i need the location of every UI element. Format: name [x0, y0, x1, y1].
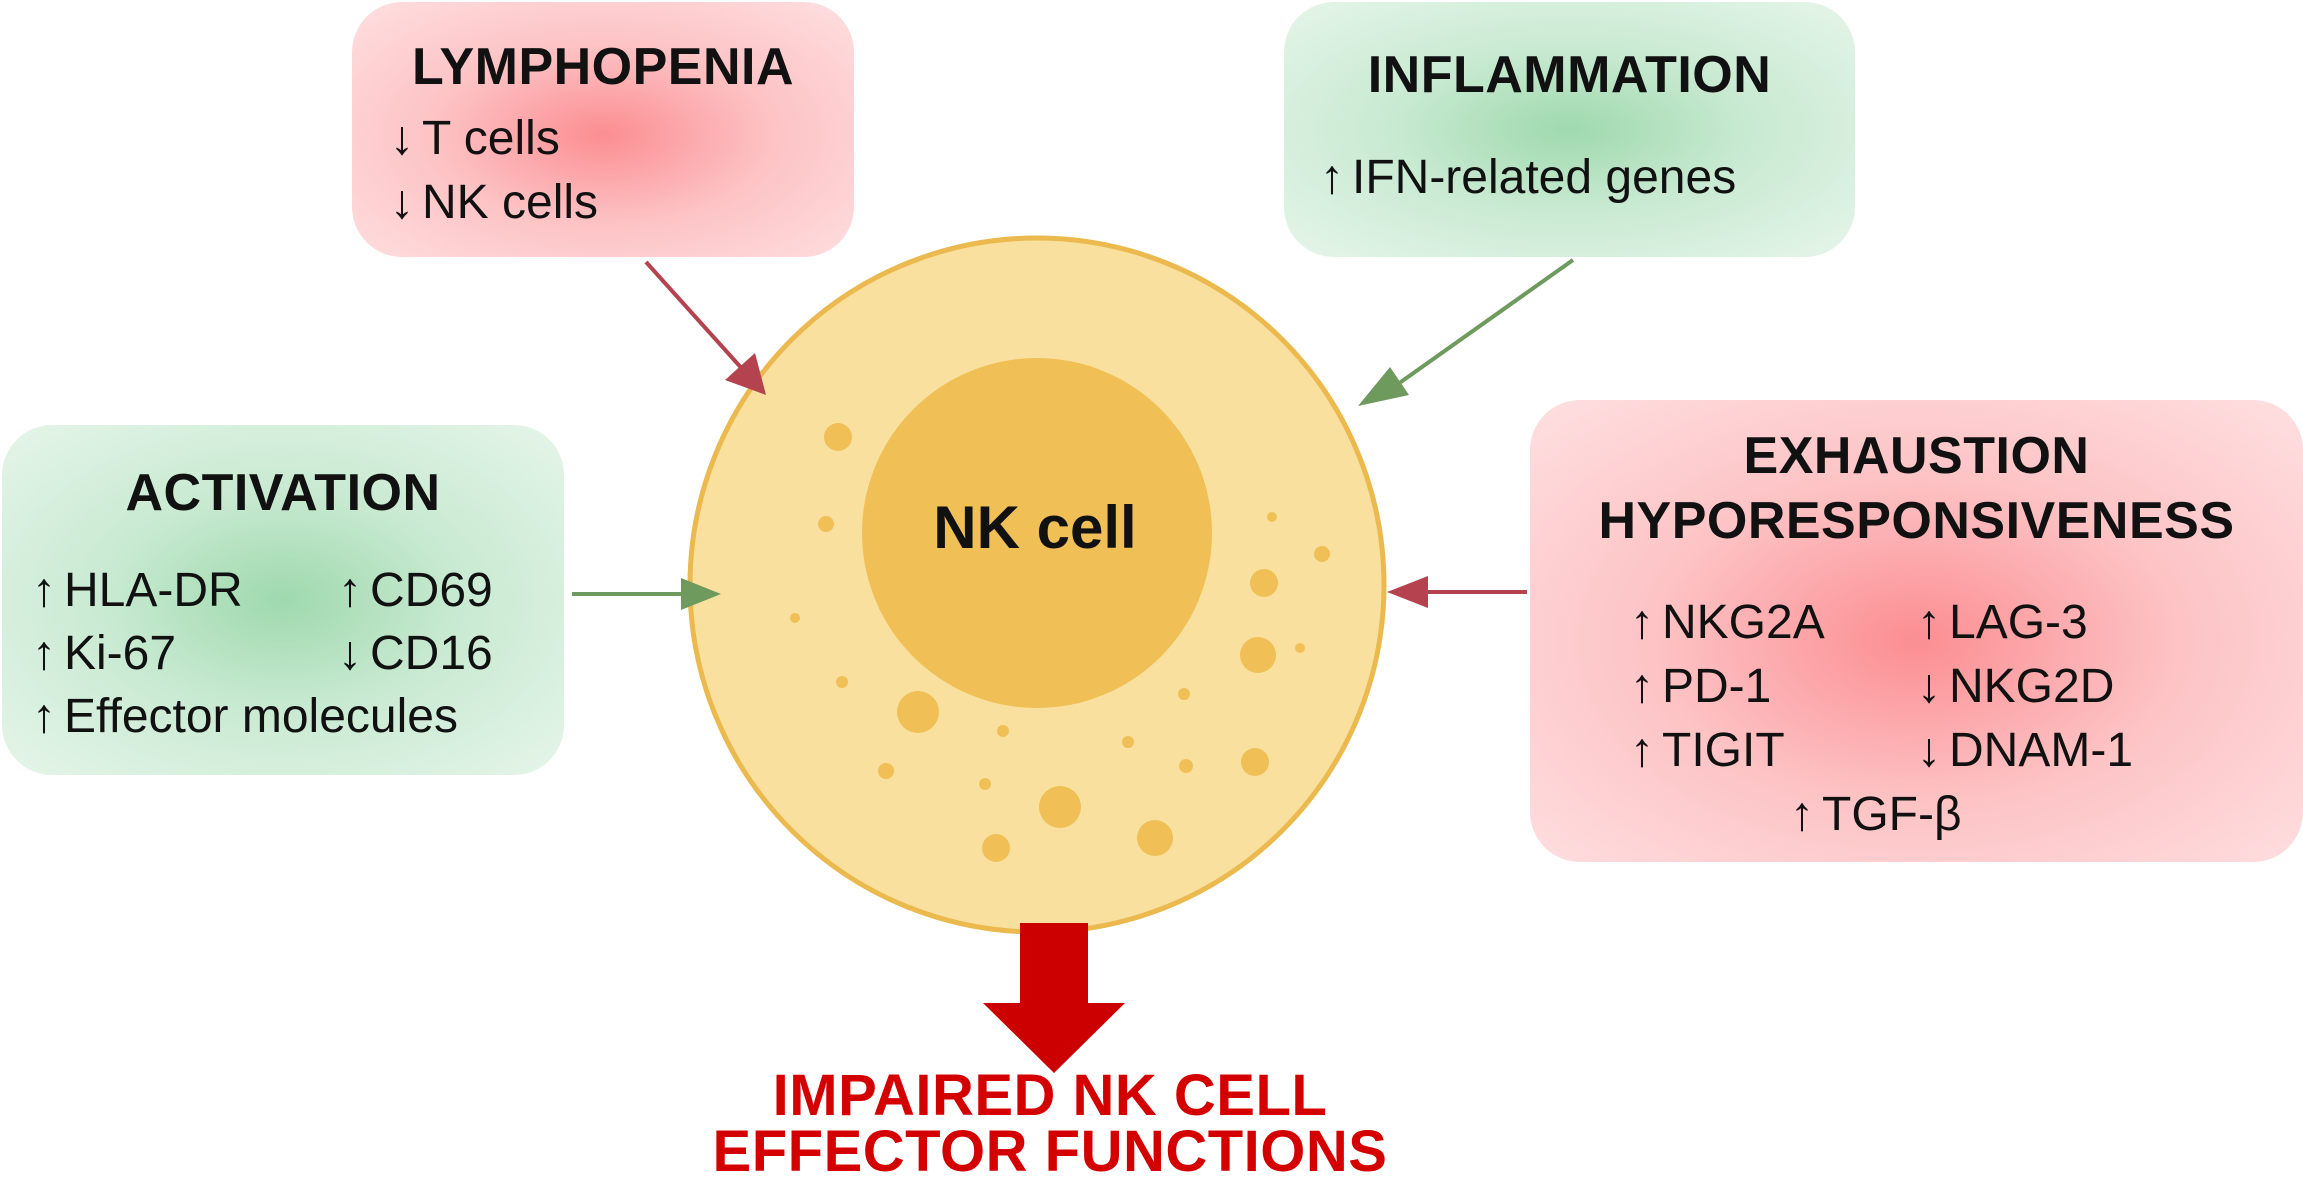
granule: [836, 676, 848, 688]
lymphopenia-arrowhead: [725, 353, 766, 395]
exhaustion-item: ↑PD-1: [1630, 656, 1771, 718]
up-arrow-icon: ↑: [1790, 788, 1814, 841]
granule: [878, 763, 894, 779]
activation-arrowhead: [681, 578, 721, 610]
exhaustion-item: ↓NKG2D: [1917, 656, 2114, 718]
lymphopenia-title: LYMPHOPENIA: [411, 38, 795, 96]
lymphopenia-item-label: T cells: [422, 112, 560, 165]
granule: [824, 423, 852, 451]
activation-item-label: Ki-67: [64, 627, 177, 680]
lymphopenia-item-label: NK cells: [422, 176, 599, 229]
up-arrow-icon: ↑: [32, 627, 56, 680]
up-arrow-icon: ↑: [1917, 596, 1941, 649]
exhaustion-item-label: TGF-β: [1822, 788, 1962, 841]
granule: [1137, 820, 1173, 856]
lymphopenia-item: ↓T cells: [390, 108, 560, 170]
exhaustion-item: ↑TGF-β: [1790, 784, 1962, 846]
granule: [982, 834, 1010, 862]
granule: [1241, 748, 1269, 776]
activation-item-label: Effector molecules: [64, 690, 458, 743]
granule: [818, 516, 834, 532]
activation-title: ACTIVATION: [125, 464, 441, 522]
granule: [979, 778, 991, 790]
exhaustion-item: ↓DNAM-1: [1917, 720, 2133, 782]
activation-item: ↑Effector molecules: [32, 686, 458, 748]
up-arrow-icon: ↑: [338, 564, 362, 617]
granule: [897, 691, 939, 733]
granule: [1179, 759, 1193, 773]
inflammation-arrow: [1396, 258, 1575, 386]
activation-box: ACTIVATION ↑HLA-DR ↑CD69 ↑Ki-67 ↓CD16 ↑E…: [2, 425, 564, 775]
nk-cell-nucleus: [862, 358, 1212, 708]
outcome-text: IMPAIRED NK CELL EFFECTOR FUNCTIONS: [600, 1063, 1500, 1184]
granule: [1039, 786, 1081, 828]
down-arrow-icon: ↓: [390, 112, 414, 165]
granule: [1178, 688, 1190, 700]
inflammation-box: INFLAMMATION ↑IFN-related genes: [1284, 2, 1855, 257]
exhaustion-arrowhead: [1387, 576, 1428, 608]
up-arrow-icon: ↑: [1630, 660, 1654, 713]
up-arrow-icon: ↑: [32, 690, 56, 743]
nk-cell-label: NK cell: [933, 494, 1137, 561]
exhaustion-item-label: NKG2D: [1949, 660, 2115, 713]
activation-item: ↑CD69: [338, 560, 493, 622]
lymphopenia-item: ↓NK cells: [390, 172, 598, 234]
down-arrow-icon: ↓: [1917, 660, 1941, 713]
activation-item-label: HLA-DR: [64, 564, 243, 617]
inflammation-title: INFLAMMATION: [1367, 46, 1772, 104]
outcome-line-1: IMPAIRED NK CELL: [772, 1063, 1328, 1128]
down-arrow-icon: ↓: [1917, 724, 1941, 777]
exhaustion-title: EXHAUSTION: [1743, 427, 2090, 485]
exhaustion-item-label: TIGIT: [1662, 724, 1785, 777]
inflammation-item: ↑IFN-related genes: [1320, 147, 1736, 209]
down-arrow-icon: ↓: [390, 176, 414, 229]
granule: [1122, 736, 1134, 748]
granule: [1314, 546, 1330, 562]
granule: [1240, 637, 1276, 673]
granule: [1267, 512, 1277, 522]
up-arrow-icon: ↑: [1630, 596, 1654, 649]
granule: [1250, 569, 1278, 597]
inflammation-item-label: IFN-related genes: [1352, 151, 1737, 204]
down-arrow-icon: ↓: [338, 627, 362, 680]
activation-item-label: CD16: [370, 627, 493, 680]
exhaustion-item-label: DNAM-1: [1949, 724, 2134, 777]
lymphopenia-arrow: [644, 260, 747, 374]
granules: [790, 423, 1330, 862]
outcome-line-2: EFFECTOR FUNCTIONS: [712, 1119, 1388, 1184]
inflammation-arrowhead: [1358, 367, 1409, 406]
activation-item-label: CD69: [370, 564, 493, 617]
activation-item: ↓CD16: [338, 623, 493, 685]
exhaustion-item-label: NKG2A: [1662, 596, 1825, 649]
exhaustion-item: ↑NKG2A: [1630, 592, 1825, 654]
activation-item: ↑HLA-DR: [32, 560, 243, 622]
activation-item: ↑Ki-67: [32, 623, 176, 685]
exhaustion-item: ↑TIGIT: [1630, 720, 1785, 782]
granule: [790, 613, 800, 623]
hyporesponsiveness-title: HYPORESPONSIVENESS: [1598, 492, 2235, 550]
exhaustion-box: EXHAUSTION HYPORESPONSIVENESS ↑NKG2A ↑LA…: [1530, 400, 2303, 862]
up-arrow-icon: ↑: [32, 564, 56, 617]
exhaustion-item-label: PD-1: [1662, 660, 1772, 713]
outcome-arrow: [983, 923, 1125, 1073]
granule: [1295, 643, 1305, 653]
up-arrow-icon: ↑: [1630, 724, 1654, 777]
up-arrow-icon: ↑: [1320, 151, 1344, 204]
exhaustion-item: ↑LAG-3: [1917, 592, 2088, 654]
exhaustion-item-label: LAG-3: [1949, 596, 2088, 649]
lymphopenia-box: LYMPHOPENIA ↓T cells ↓NK cells: [352, 2, 854, 257]
granule: [997, 725, 1009, 737]
